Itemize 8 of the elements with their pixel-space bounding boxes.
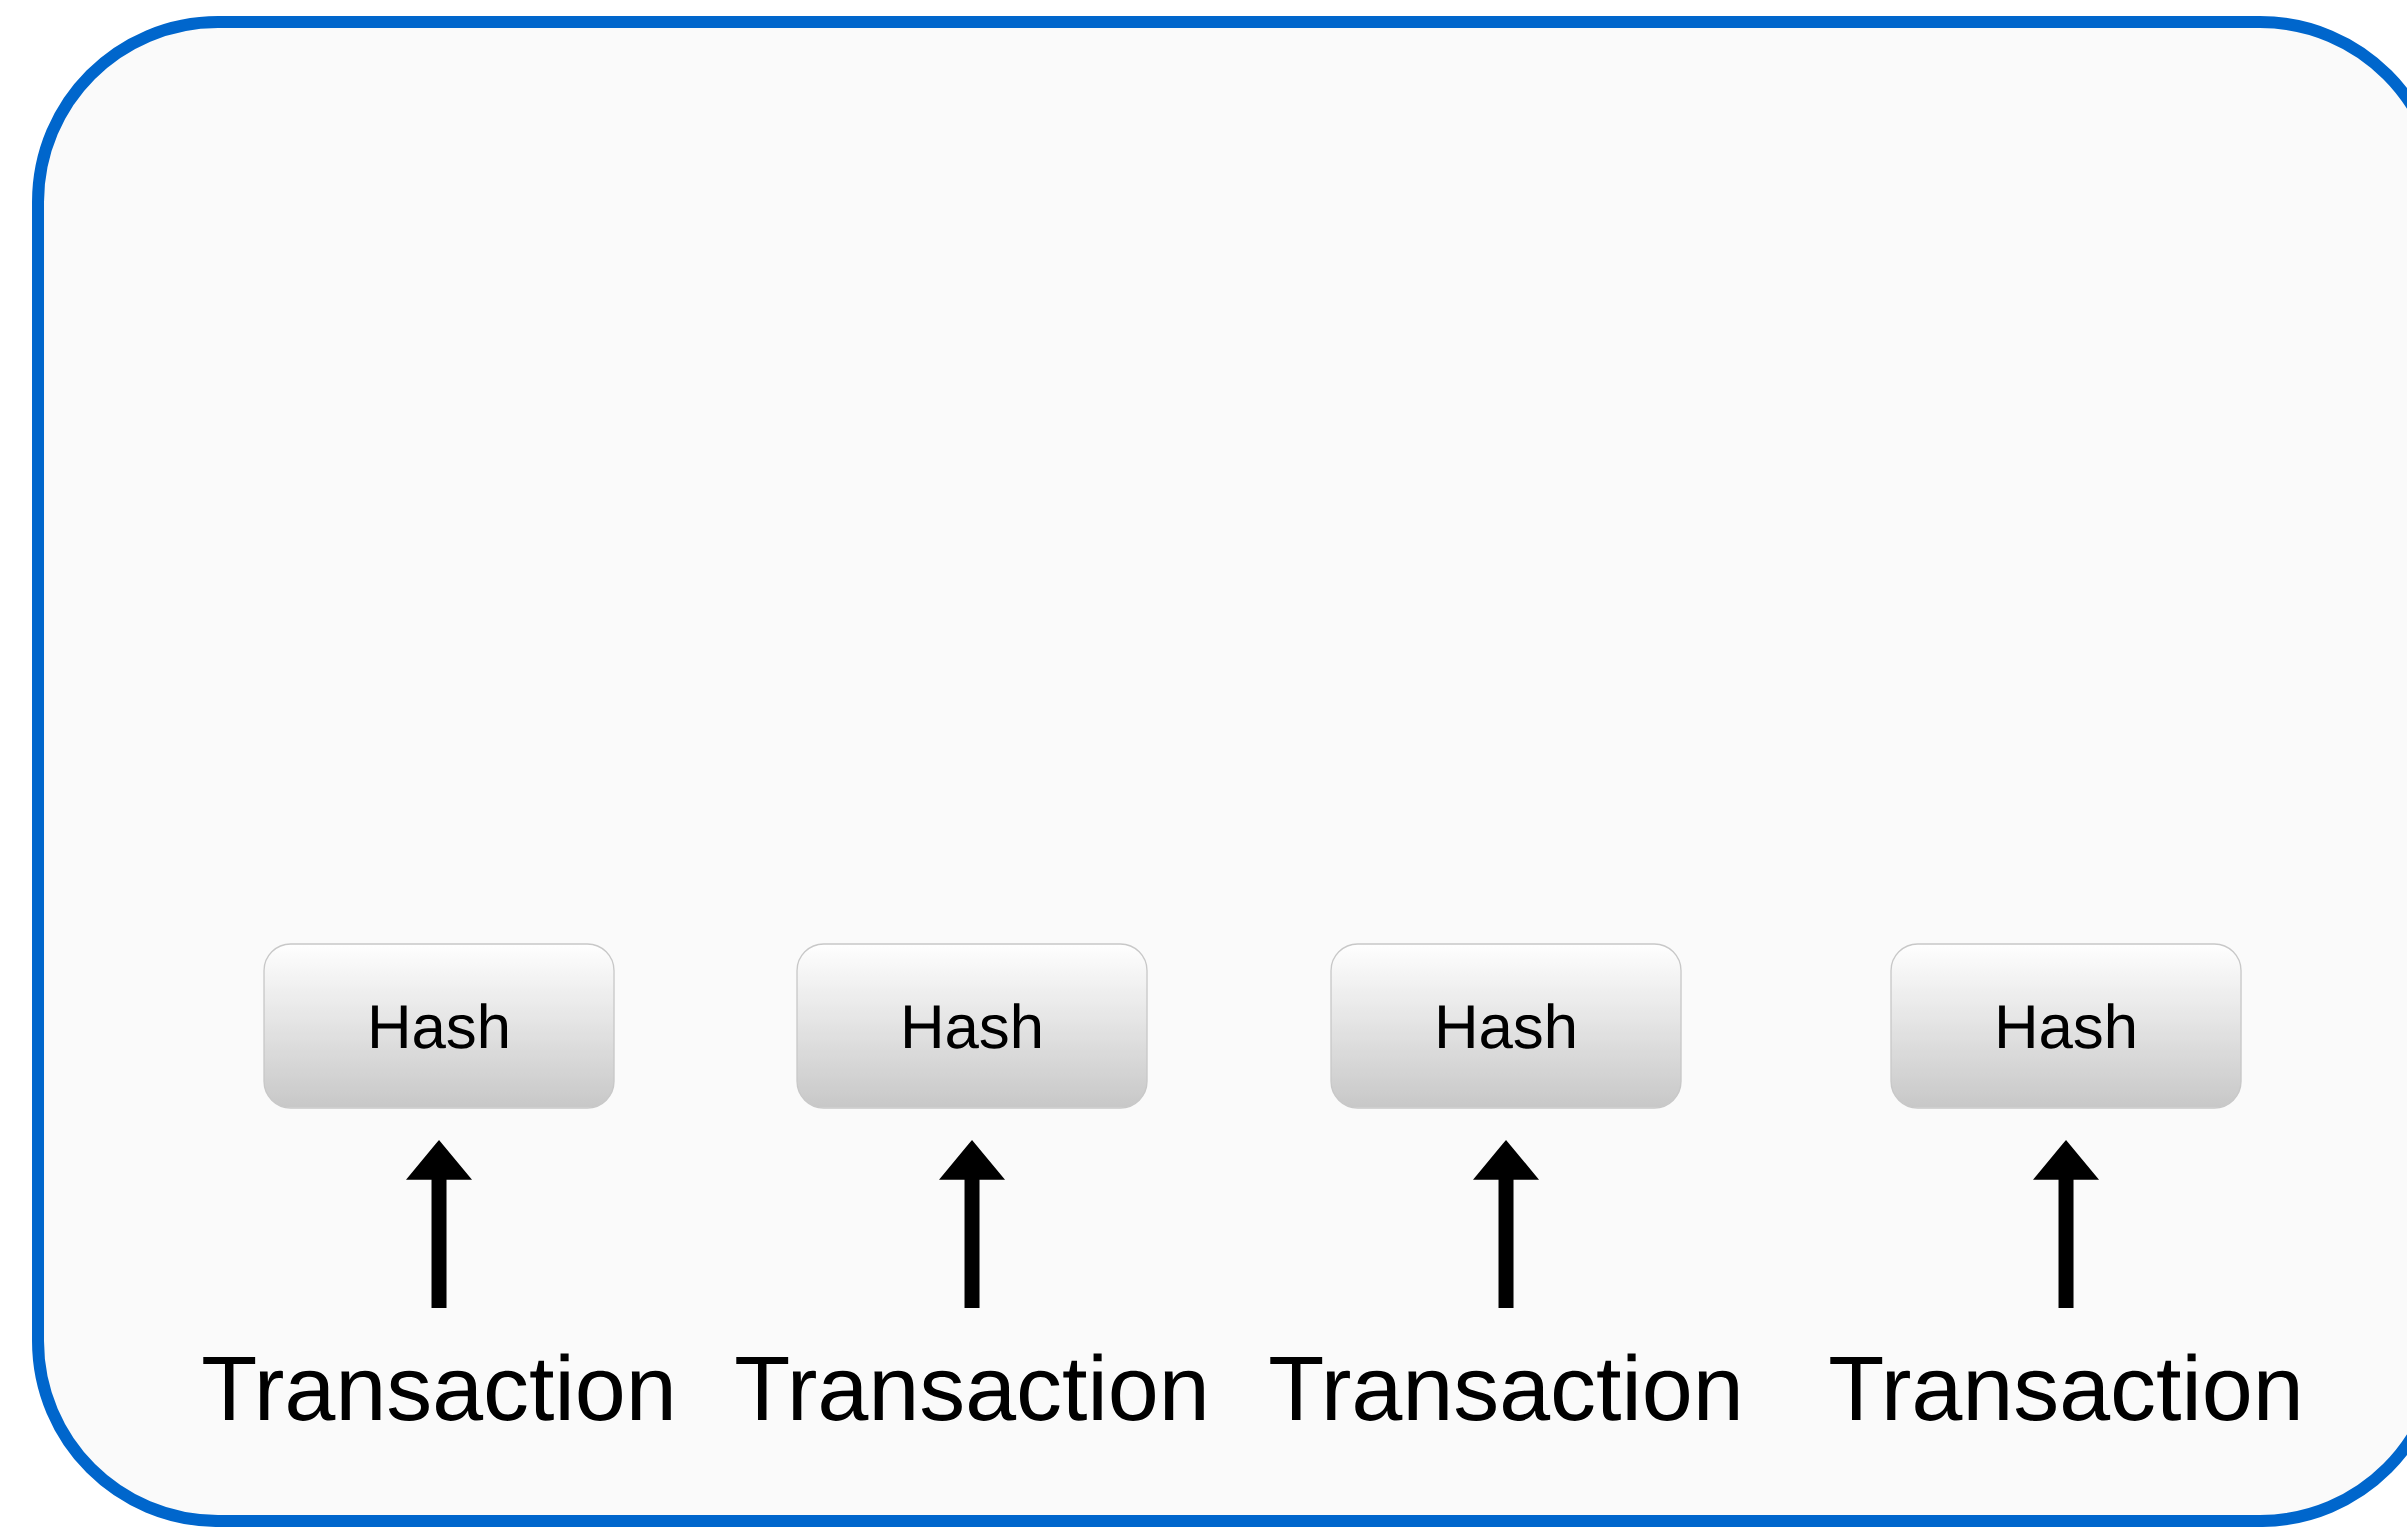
- hash-box: Hash: [263, 943, 615, 1109]
- hash-box: Hash: [1890, 943, 2242, 1109]
- transaction-label: Transaction: [736, 1353, 1204, 1421]
- hash-box: Hash: [796, 943, 1148, 1109]
- transaction-label: Transaction: [203, 1353, 671, 1421]
- transaction-label: Transaction: [1830, 1353, 2298, 1421]
- hash-box: Hash: [1330, 943, 1682, 1109]
- transaction-label: Transaction: [1270, 1353, 1738, 1421]
